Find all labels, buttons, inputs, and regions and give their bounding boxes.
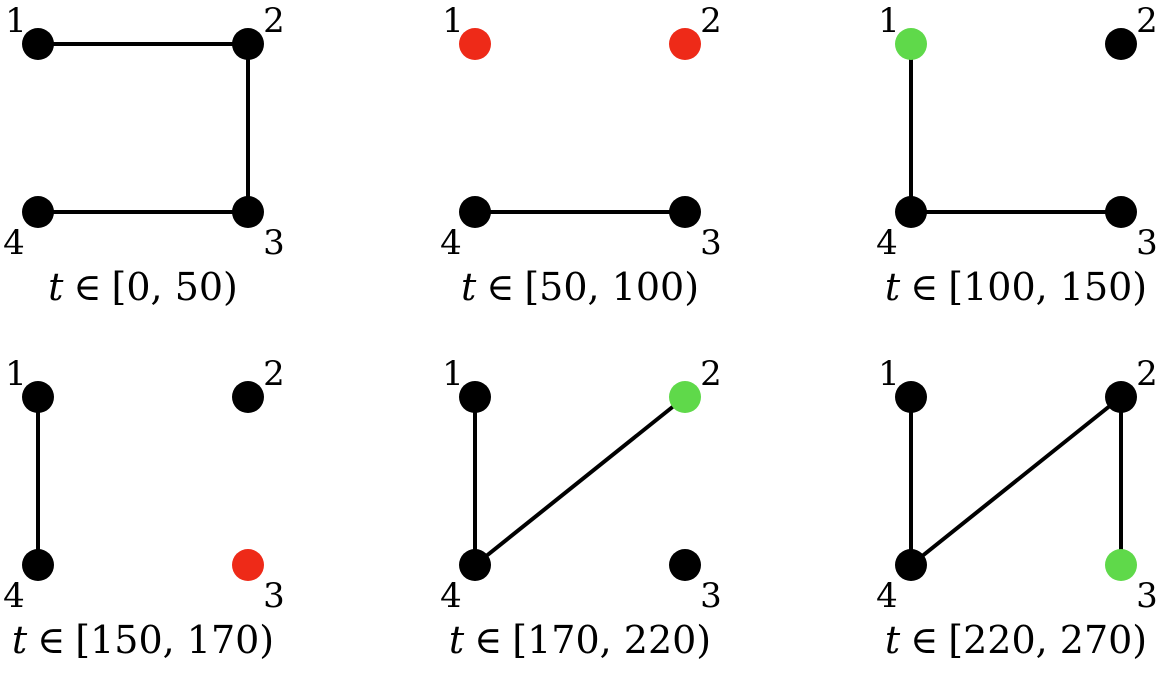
node-3 <box>669 549 701 581</box>
caption-relation: ∈ <box>474 618 502 662</box>
graph-panel-2: 1 2 3 4t∈[50, 100) <box>440 1 722 309</box>
caption-interval: [50, 100) <box>524 265 699 309</box>
caption-relation: ∈ <box>910 265 938 309</box>
node-3 <box>669 196 701 228</box>
caption-variable: t <box>12 618 28 662</box>
graph-panel-6: 1 2 3 4t∈[220, 270) <box>876 354 1158 662</box>
time-interval-caption: t∈[150, 170) <box>12 618 274 662</box>
time-interval-caption: t∈[170, 220) <box>449 618 711 662</box>
node-label-1: 1 <box>878 1 900 41</box>
graph-panel-3: 1 2 3 4t∈[100, 150) <box>876 1 1158 309</box>
time-interval-caption: t∈[0, 50) <box>48 265 238 309</box>
node-3 <box>1105 549 1137 581</box>
node-1 <box>459 381 491 413</box>
node-label-2: 2 <box>1136 354 1158 394</box>
caption-relation: ∈ <box>37 618 65 662</box>
node-label-4: 4 <box>440 223 462 263</box>
caption-variable: t <box>885 265 901 309</box>
caption-variable: t <box>48 265 64 309</box>
node-label-2: 2 <box>700 354 722 394</box>
node-4 <box>895 549 927 581</box>
edge-4-2 <box>909 395 1123 567</box>
node-2 <box>669 28 701 60</box>
node-2 <box>669 381 701 413</box>
node-label-4: 4 <box>440 576 462 616</box>
node-label-3: 3 <box>1136 576 1158 616</box>
node-label-1: 1 <box>442 1 464 41</box>
node-label-4: 4 <box>3 576 25 616</box>
node-label-3: 3 <box>700 576 722 616</box>
node-4 <box>459 549 491 581</box>
caption-interval: [0, 50) <box>112 265 238 309</box>
node-2 <box>1105 28 1137 60</box>
node-label-2: 2 <box>263 1 285 41</box>
node-label-2: 2 <box>263 354 285 394</box>
caption-interval: [170, 220) <box>512 618 711 662</box>
node-label-3: 3 <box>1136 223 1158 263</box>
node-2 <box>232 381 264 413</box>
node-label-4: 4 <box>876 223 898 263</box>
node-1 <box>895 28 927 60</box>
node-1 <box>895 381 927 413</box>
node-3 <box>232 549 264 581</box>
node-label-1: 1 <box>5 354 27 394</box>
caption-relation: ∈ <box>910 618 938 662</box>
caption-interval: [100, 150) <box>948 265 1147 309</box>
node-3 <box>1105 196 1137 228</box>
node-label-3: 3 <box>263 576 285 616</box>
node-2 <box>232 28 264 60</box>
time-interval-caption: t∈[220, 270) <box>885 618 1147 662</box>
edge-4-2 <box>473 395 687 567</box>
time-interval-caption: t∈[100, 150) <box>885 265 1147 309</box>
caption-variable: t <box>885 618 901 662</box>
caption-relation: ∈ <box>73 265 101 309</box>
node-4 <box>22 549 54 581</box>
node-label-3: 3 <box>700 223 722 263</box>
node-label-1: 1 <box>442 354 464 394</box>
node-label-2: 2 <box>700 1 722 41</box>
caption-variable: t <box>449 618 465 662</box>
caption-interval: [150, 170) <box>75 618 274 662</box>
graph-panel-4: 1 2 3 4t∈[150, 170) <box>3 354 285 662</box>
node-label-1: 1 <box>878 354 900 394</box>
node-label-2: 2 <box>1136 1 1158 41</box>
node-label-3: 3 <box>263 223 285 263</box>
node-label-1: 1 <box>5 1 27 41</box>
node-4 <box>459 196 491 228</box>
caption-variable: t <box>461 265 477 309</box>
node-1 <box>22 28 54 60</box>
time-interval-caption: t∈[50, 100) <box>461 265 699 309</box>
node-2 <box>1105 381 1137 413</box>
node-1 <box>22 381 54 413</box>
node-label-4: 4 <box>3 223 25 263</box>
node-4 <box>895 196 927 228</box>
node-3 <box>232 196 264 228</box>
node-label-4: 4 <box>876 576 898 616</box>
caption-relation: ∈ <box>486 265 514 309</box>
node-1 <box>459 28 491 60</box>
graph-panel-5: 1 2 3 4t∈[170, 220) <box>440 354 722 662</box>
node-4 <box>22 196 54 228</box>
caption-interval: [220, 270) <box>948 618 1147 662</box>
